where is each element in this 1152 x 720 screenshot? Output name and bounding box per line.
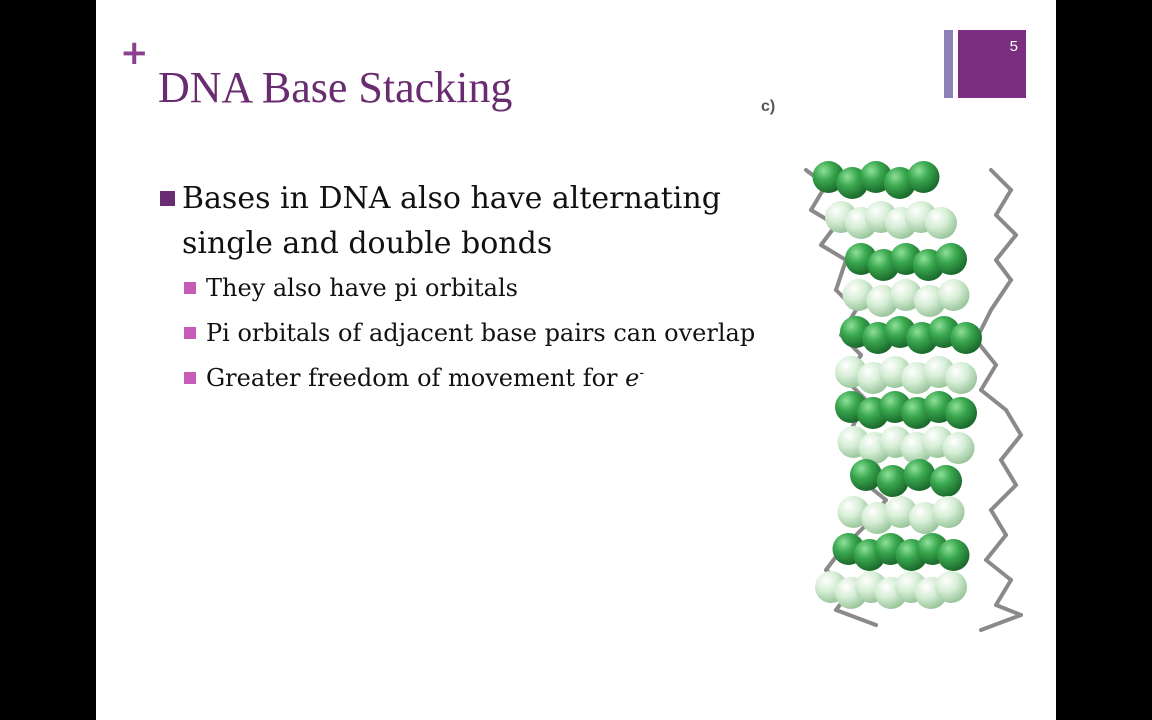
backbone-stick — [979, 613, 1023, 632]
dark-base-atom — [903, 459, 936, 491]
dark-base-atom — [950, 322, 982, 354]
square-bullet-icon — [160, 191, 175, 206]
dark-base-atom — [945, 397, 977, 429]
light-base-atom — [945, 362, 977, 394]
figure-label: c) — [761, 98, 776, 115]
dark-base-atom — [930, 465, 962, 497]
backbone-stick — [989, 278, 1013, 312]
sub-bullet: Greater freedom of movement for e- — [184, 358, 760, 398]
light-base-atom — [935, 571, 967, 603]
square-bullet-icon — [184, 327, 196, 339]
sub-bullet-text: Greater freedom of movement for — [206, 364, 626, 392]
backbone-stick — [994, 188, 1013, 217]
backbone-stick — [994, 578, 1013, 607]
sub-bullet-text: They also have pi orbitals — [206, 274, 518, 302]
page-number: 5 — [1009, 38, 1018, 55]
backbone-stick — [979, 363, 998, 392]
slide-title: DNA Base Stacking — [158, 63, 513, 112]
backbone-stick — [834, 258, 848, 292]
electron-charge: - — [639, 365, 645, 381]
bullet-text: Bases in DNA also have alternating singl… — [182, 181, 721, 261]
light-base-atom — [937, 279, 970, 311]
backbone-stick — [994, 233, 1018, 262]
square-bullet-icon — [184, 372, 196, 384]
page-number-box: 5 — [958, 30, 1026, 98]
dark-base-atom — [876, 465, 909, 497]
bullet-list: Bases in DNA also have alternating singl… — [160, 176, 760, 403]
backbone-stick — [999, 433, 1023, 462]
dark-base-atom — [935, 243, 967, 275]
backbone-stick — [984, 558, 1013, 582]
presentation-slide: + DNA Base Stacking 5 c) Bases in DNA al… — [96, 0, 1056, 720]
dark-base-atom — [850, 459, 882, 491]
sub-bullet: They also have pi orbitals — [184, 268, 760, 308]
sub-bullet-text: Pi orbitals of adjacent base pairs can o… — [206, 319, 756, 347]
backbone-stick — [989, 483, 1018, 512]
page-accent-bar — [944, 30, 953, 98]
backbone-stick — [979, 388, 1008, 412]
light-base-atom — [925, 207, 957, 239]
backbone-stick — [984, 533, 1008, 562]
dark-base-atom — [937, 539, 970, 571]
electron-symbol: e — [625, 364, 640, 392]
backbone-stick — [994, 603, 1023, 617]
backbone-stick — [994, 258, 1013, 282]
light-base-atom — [932, 496, 965, 528]
bullet-level-1: Bases in DNA also have alternating singl… — [160, 176, 760, 266]
square-bullet-icon — [184, 282, 196, 294]
backbone-stick — [819, 243, 848, 262]
dna-bases — [812, 161, 982, 609]
plus-decoration: + — [120, 33, 149, 73]
sub-bullet: Pi orbitals of adjacent base pairs can o… — [184, 313, 760, 353]
backbone-stick — [989, 168, 1013, 192]
dark-base-atom — [907, 161, 940, 193]
light-base-atom — [942, 432, 975, 464]
backbone-stick — [989, 508, 1008, 537]
backbone-stick — [1004, 408, 1023, 437]
dna-base-stacking-figure — [804, 161, 1023, 632]
backbone-stick — [834, 608, 878, 627]
backbone-stick — [999, 458, 1018, 487]
backbone-stick — [994, 213, 1018, 237]
